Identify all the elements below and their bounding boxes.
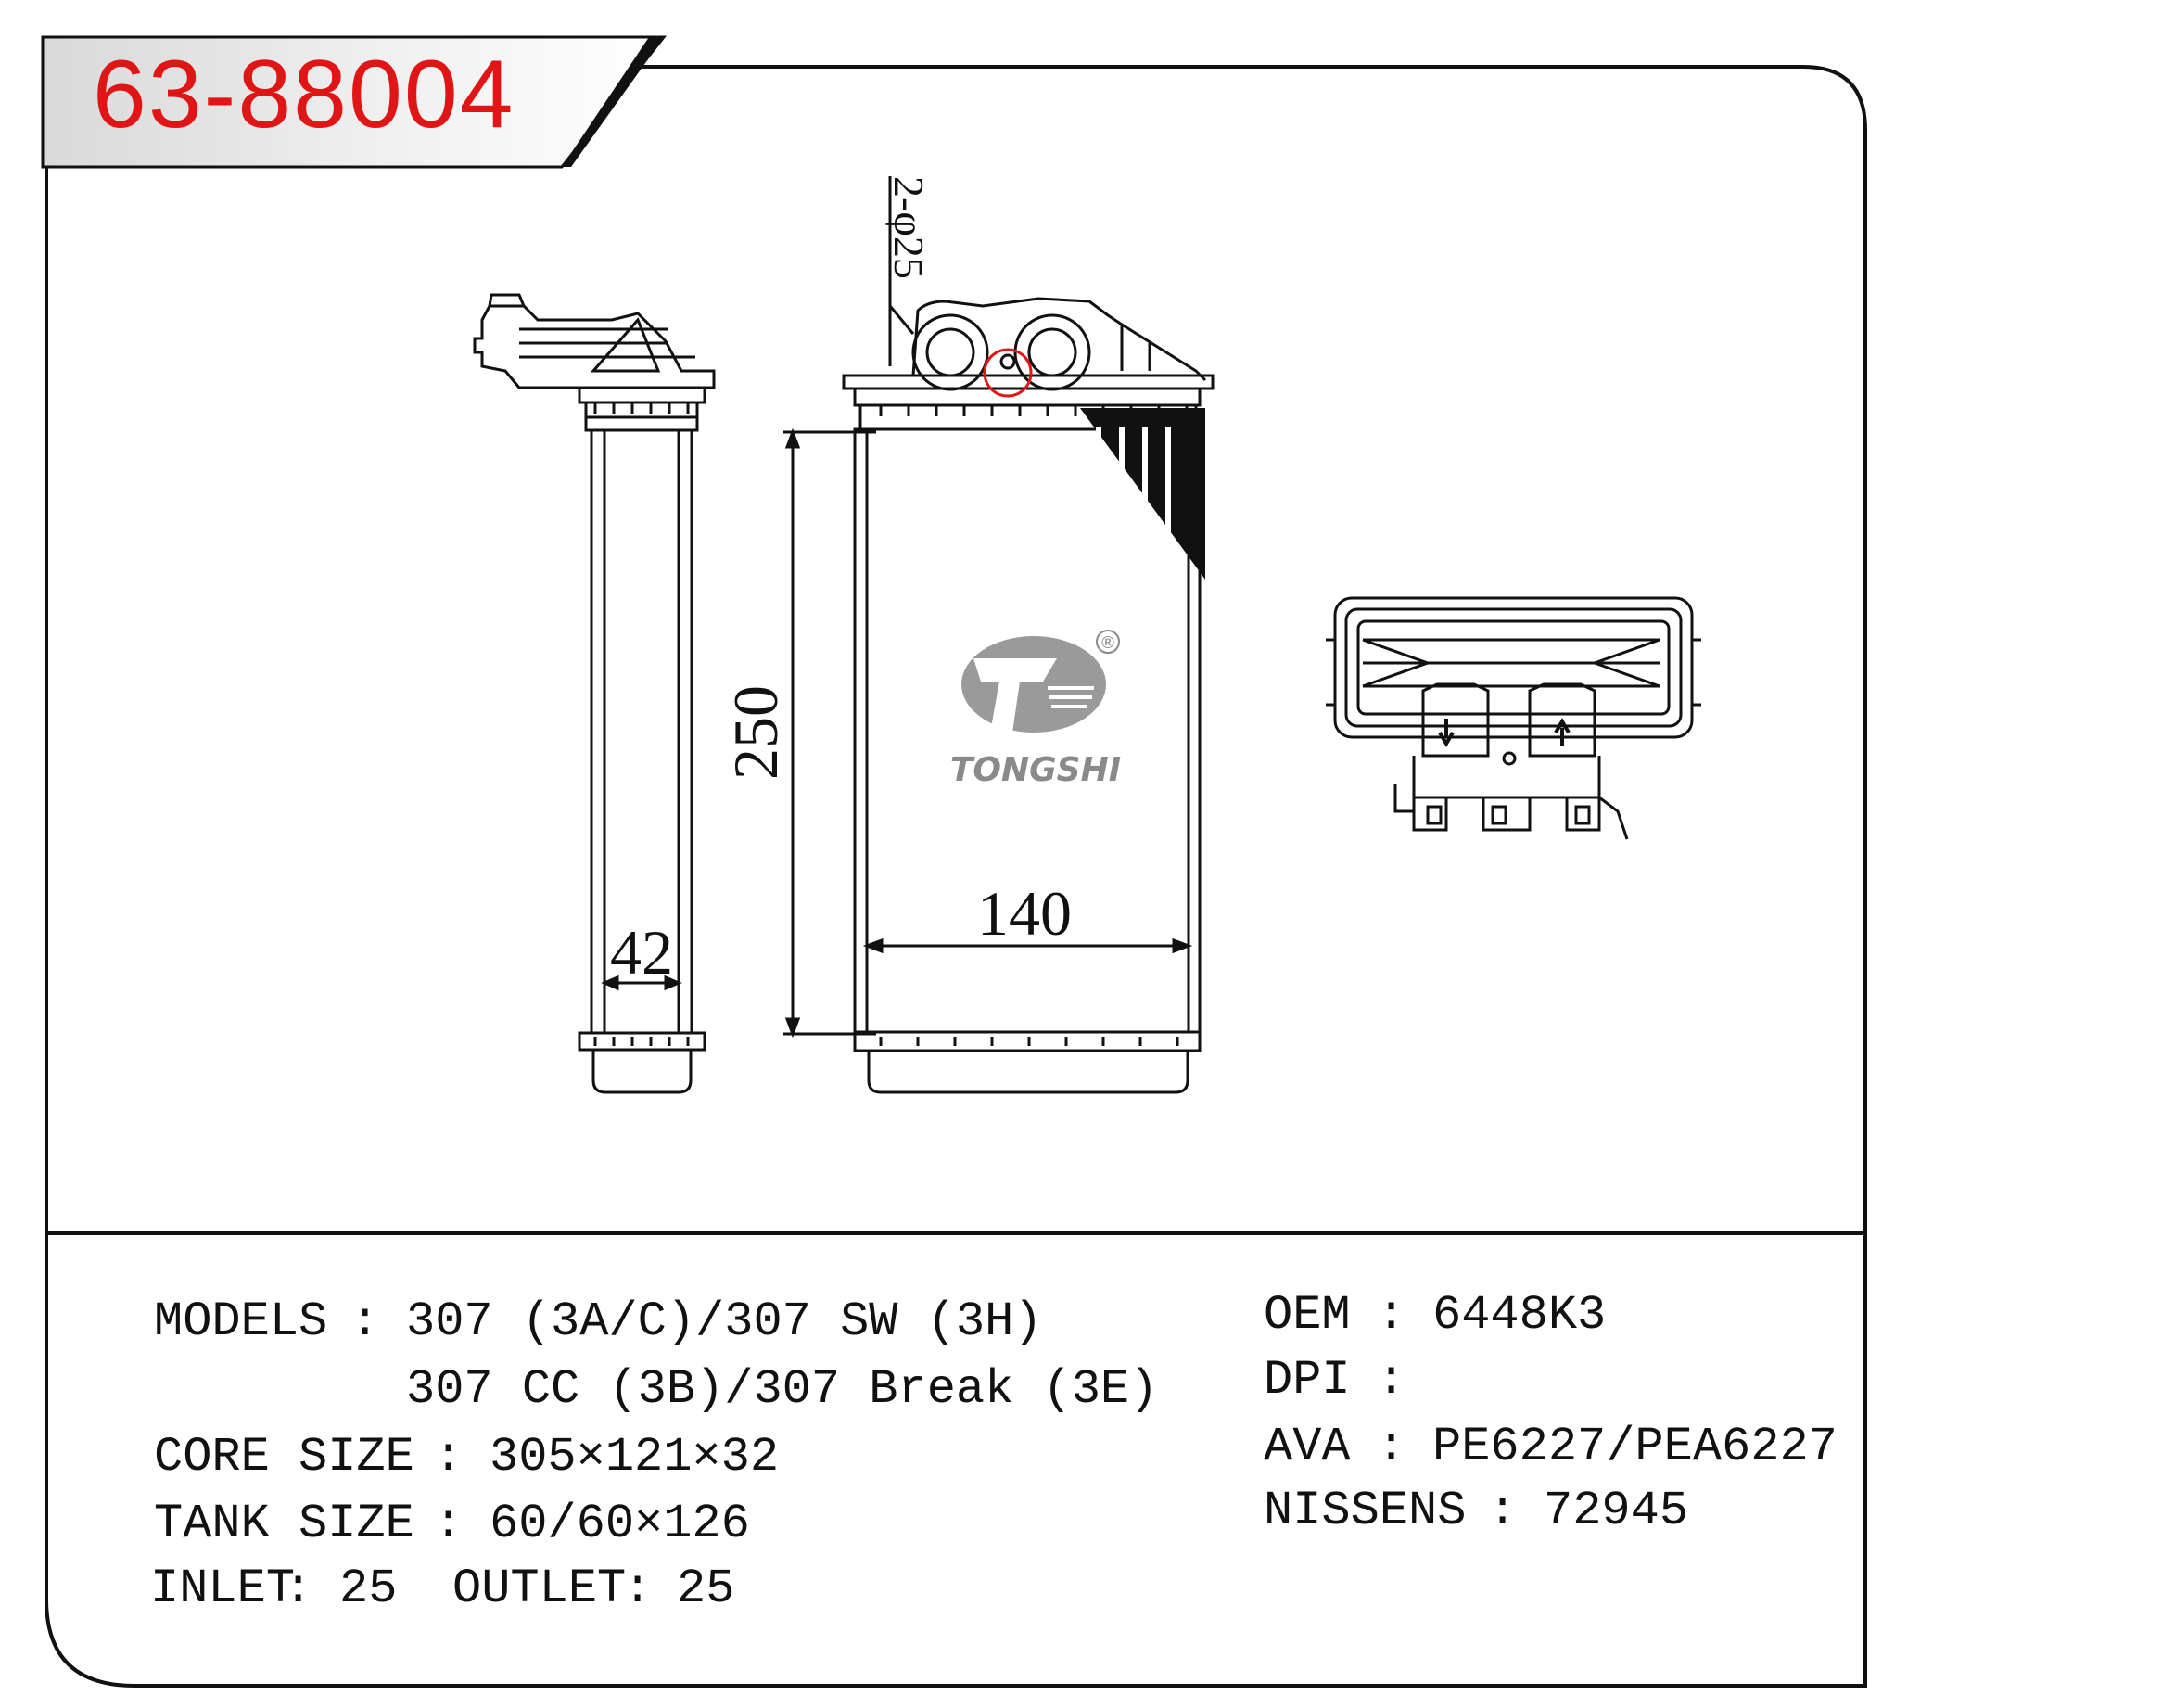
dpi-label: DPI [1264, 1353, 1351, 1408]
models-label: MODELS [154, 1294, 328, 1349]
height-dimension-label: 250 [720, 685, 791, 780]
models-line2: 307 CC (3B)/307 Break (3E) [406, 1362, 1159, 1417]
nissens-sep: : [1488, 1484, 1518, 1538]
tank-size-value: 60/60×126 [490, 1497, 750, 1551]
tank-size-label: TANK SIZE [154, 1497, 414, 1551]
models-line1: 307 (3A/C)/307 SW (3H) [406, 1294, 1043, 1349]
models-sep: : [350, 1294, 380, 1349]
top-view [1326, 596, 1701, 840]
dpi-sep: : [1377, 1353, 1406, 1408]
oem-value: 6448K3 [1432, 1288, 1607, 1343]
registered-mark: ® [1100, 633, 1116, 653]
outlet-value: 25 [677, 1561, 735, 1616]
inlet-value: 25 [339, 1561, 398, 1616]
core-size-label: CORE SIZE [154, 1430, 414, 1485]
nissens-label: NISSENS [1264, 1484, 1467, 1538]
tube-diameter-label: 2-φ25 [885, 176, 933, 279]
core-size-sep: : [434, 1430, 464, 1485]
brand-name: TONGSHI [950, 751, 1121, 789]
tank-size-sep: : [434, 1497, 464, 1551]
ava-value: PE6227/PEA6227 [1432, 1420, 1838, 1474]
nissens-value: 72945 [1544, 1484, 1689, 1538]
outer-border [45, 65, 1867, 1688]
brand-logo: ® TONGSHI [950, 630, 1121, 789]
outlet-sep: : [623, 1561, 653, 1616]
oem-sep: : [1377, 1288, 1406, 1343]
depth-dimension-label: 42 [610, 917, 673, 988]
part-number: 63-88004 [93, 41, 515, 148]
front-view [783, 176, 1215, 1094]
reference-circle [983, 348, 1033, 398]
outlet-label: OUTLET [452, 1561, 627, 1616]
inlet-label: INLET [150, 1561, 296, 1616]
width-dimension-label: 140 [977, 878, 1072, 949]
core-size-value: 305×121×32 [490, 1430, 780, 1485]
ava-sep: : [1377, 1420, 1406, 1474]
inlet-sep: : [284, 1561, 313, 1616]
side-view [473, 293, 716, 1094]
ava-label: AVA [1264, 1420, 1351, 1474]
oem-label: OEM [1264, 1288, 1351, 1343]
